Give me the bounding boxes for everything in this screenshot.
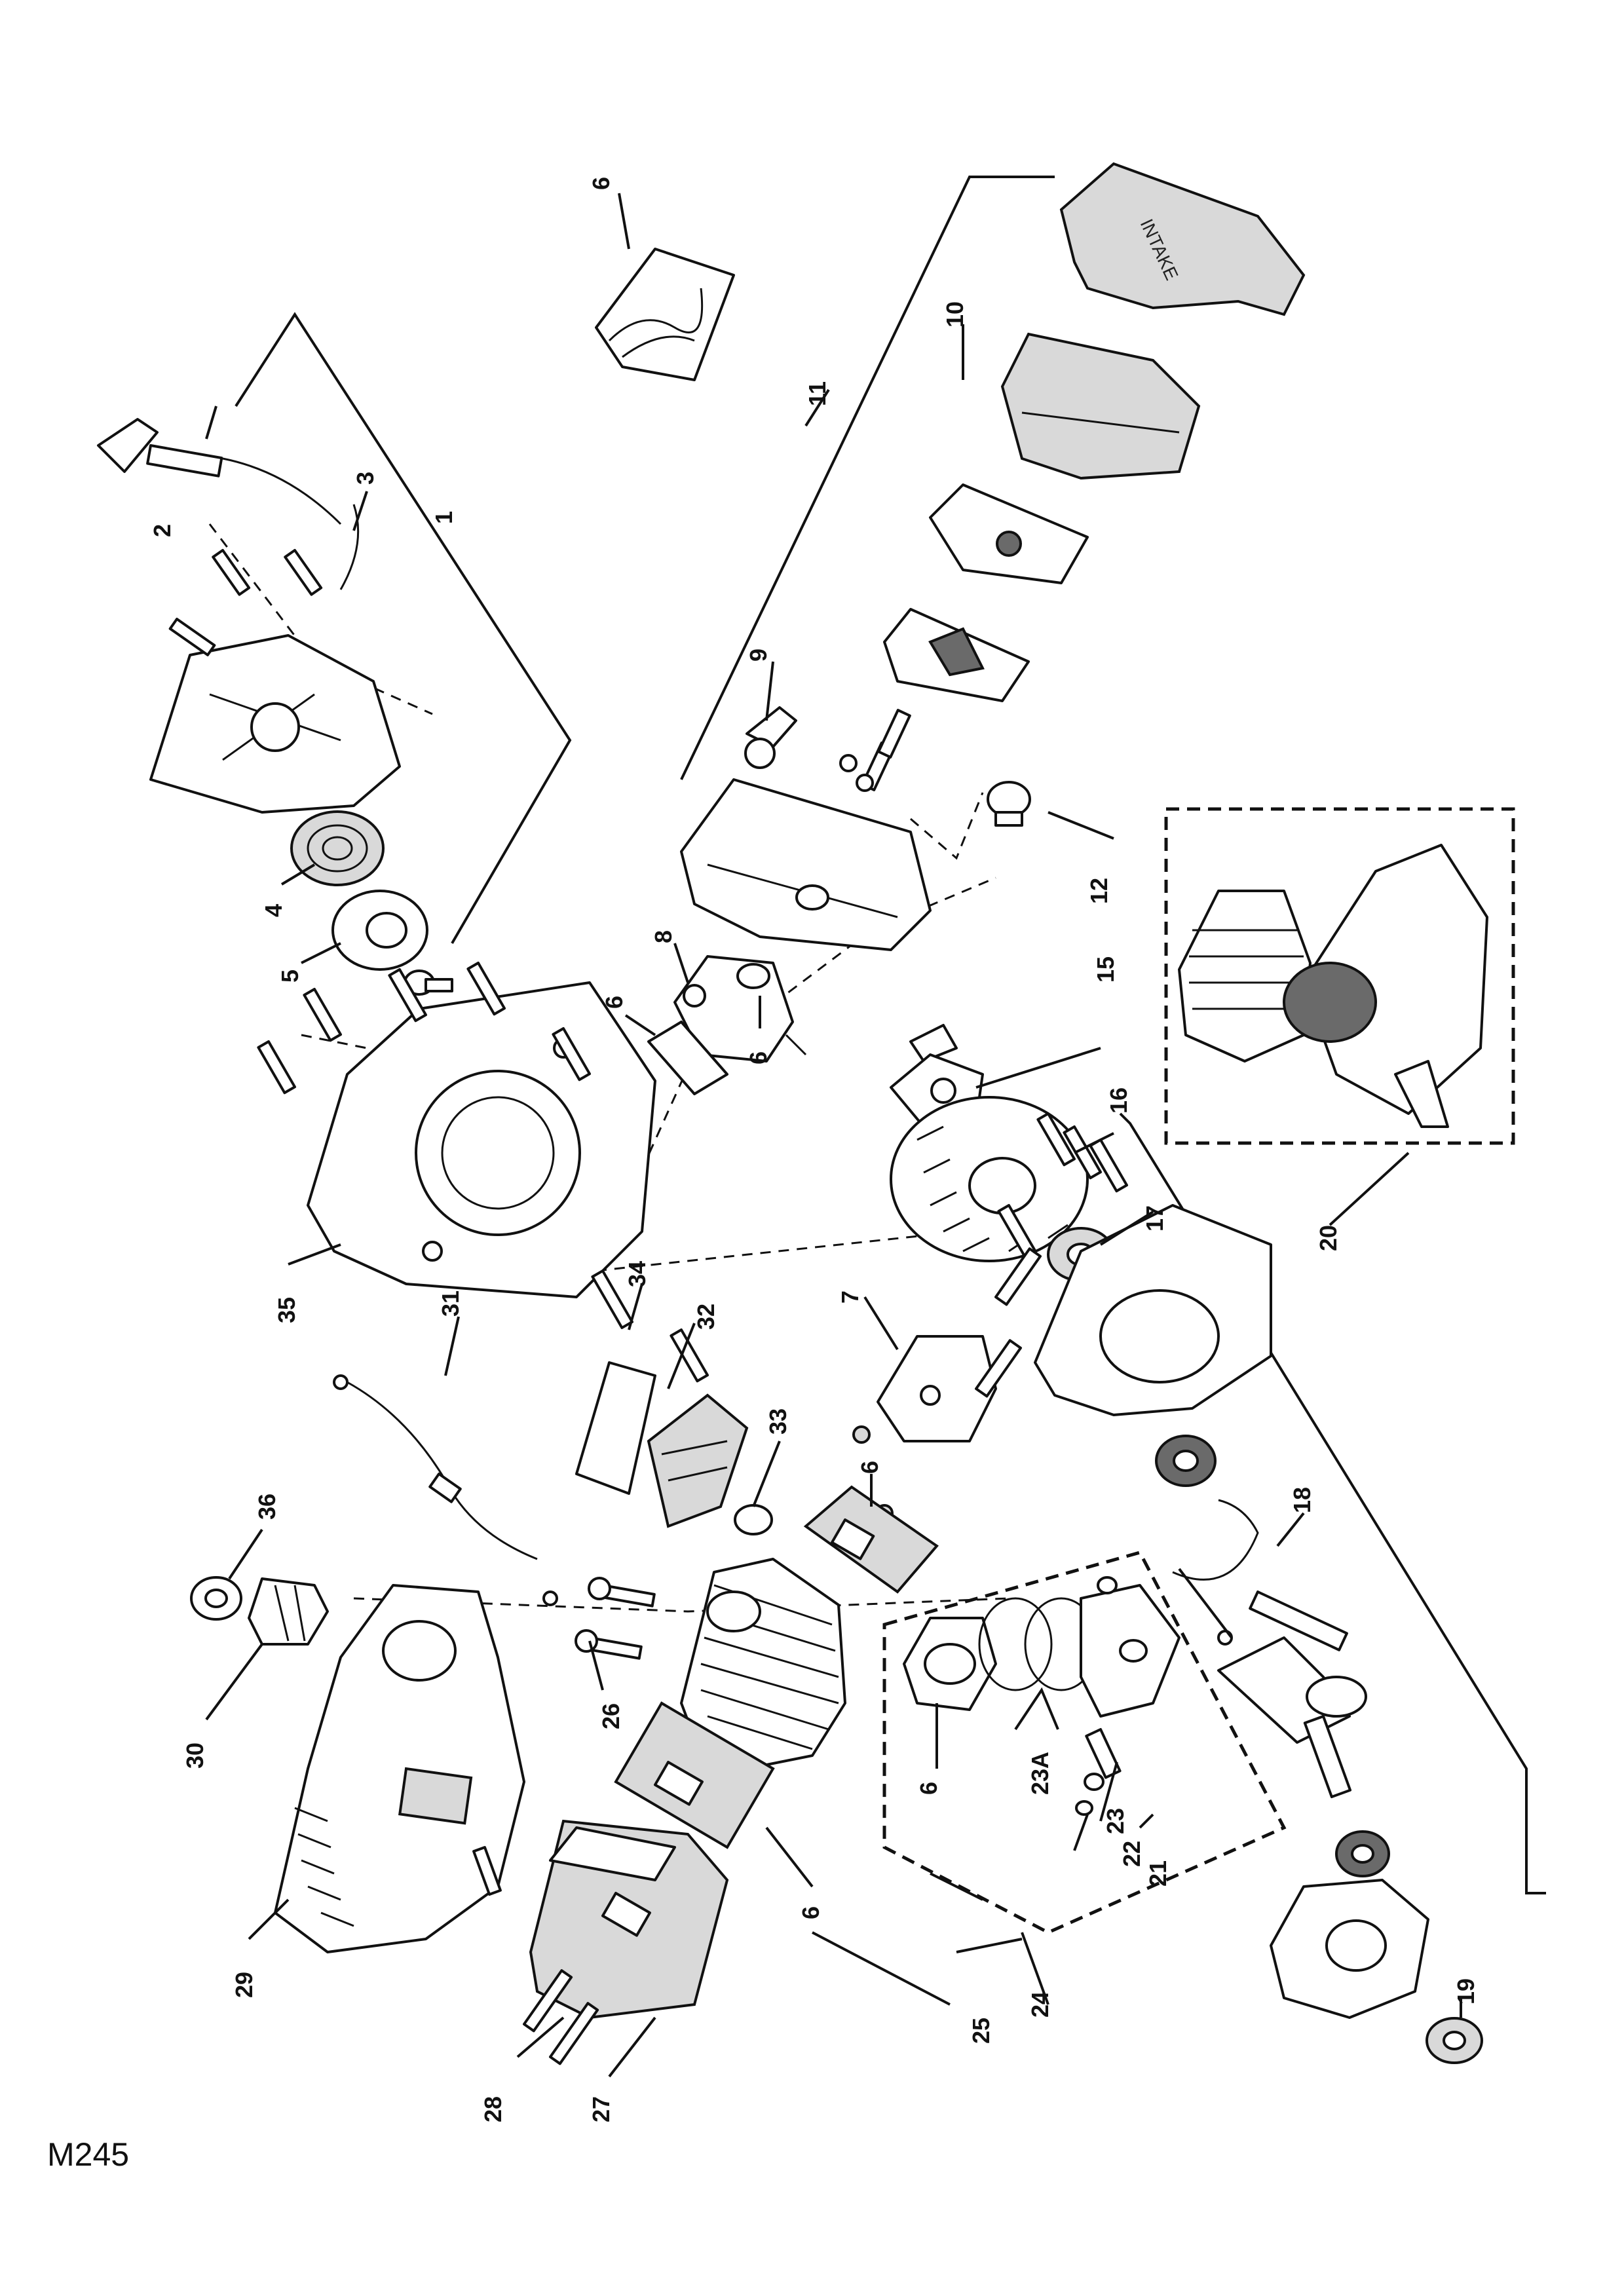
o-ring-part — [736, 963, 770, 989]
callout-3: 3 — [352, 472, 379, 485]
callout-15: 15 — [1092, 956, 1119, 983]
piston-part — [1080, 1584, 1180, 1718]
crankcase-half-part — [1034, 1204, 1272, 1416]
engine-inset-part — [1178, 844, 1488, 1128]
callout-29: 29 — [231, 1972, 257, 1998]
callout-20: 20 — [1315, 1225, 1342, 1251]
lower-bearing-part — [1335, 1830, 1390, 1877]
shroud-screws — [257, 962, 591, 1095]
oil-seal-part — [1426, 2017, 1483, 2064]
filter-grid-part — [883, 608, 1030, 702]
intake-gasket-part — [803, 1485, 939, 1594]
callout-16: 16 — [1105, 1087, 1132, 1114]
callout-35: 35 — [273, 1297, 300, 1323]
callout-9: 9 — [745, 649, 772, 662]
callout-18: 18 — [1289, 1487, 1315, 1513]
recoil-handle-part — [97, 418, 360, 590]
callout-1: 1 — [430, 511, 457, 524]
callout-31: 31 — [437, 1290, 464, 1317]
recoil-screws — [168, 549, 323, 656]
air-filter-housing-part — [680, 778, 932, 951]
callout-33: 33 — [765, 1408, 791, 1435]
callout-34: 34 — [624, 1261, 651, 1287]
callout-36: 36 — [254, 1494, 280, 1520]
callout-23: 23 — [1102, 1808, 1129, 1834]
callout-24: 24 — [1027, 1991, 1053, 2018]
callout-5: 5 — [276, 969, 303, 983]
callout-30: 30 — [181, 1742, 208, 1769]
callout-21: 21 — [1144, 1860, 1171, 1887]
recoil-spring-part — [290, 810, 385, 886]
filter-plate-part — [929, 483, 1089, 584]
flywheel-nut-part — [909, 1024, 958, 1063]
muffler-part — [529, 1819, 729, 2020]
piston-washer-part — [1075, 1576, 1118, 1816]
callout-6-cylinder-gasket: 6 — [915, 1782, 942, 1795]
callout-23a: 23A — [1027, 1752, 1053, 1795]
callout-8: 8 — [650, 930, 677, 943]
cylinder-part — [680, 1558, 846, 1770]
callout-6-intake-gasket: 6 — [856, 1461, 883, 1474]
cylinder-gasket-part — [903, 1617, 997, 1711]
spark-plug-boot-part — [190, 1576, 242, 1621]
muffler-bolts — [523, 1969, 599, 2065]
primer-bulb-part — [987, 781, 1031, 827]
recoil-housing-part — [149, 634, 401, 814]
cylinder-kit-box — [882, 1551, 1287, 1934]
engine-cover-part — [274, 1584, 525, 1953]
callout-25: 25 — [968, 2018, 994, 2044]
callout-12: 12 — [1086, 878, 1112, 904]
callout-26: 26 — [597, 1703, 624, 1729]
cover-screw-part — [472, 1846, 502, 1896]
bracket-recoil-assembly — [235, 312, 572, 945]
gasket-envelope-part — [595, 248, 735, 381]
cylinder-bolts — [575, 1577, 656, 1660]
muffler-gasket-part — [614, 1701, 775, 1849]
callout-4: 4 — [260, 904, 287, 917]
callout-6-envelope: 6 — [588, 177, 614, 190]
bracket-crankcase-assembly — [1119, 1112, 1546, 1894]
callout-11: 11 — [804, 381, 831, 406]
callout-28: 28 — [480, 2096, 506, 2122]
coil-screws — [591, 1270, 709, 1383]
choke-lever-part — [744, 706, 797, 769]
crankshaft-part — [1217, 1590, 1367, 1799]
callout-7: 7 — [837, 1290, 863, 1304]
bracket-air-filter-assembly — [680, 176, 1055, 780]
callout-6-muffler-gasket: 6 — [797, 1906, 824, 1919]
spark-plug-part — [248, 1577, 329, 1646]
callout-labels: 1 2 3 4 5 6 6 6 6 6 6 7 8 9 10 11 12 15 … — [149, 177, 1479, 2122]
callout-17: 17 — [1141, 1205, 1168, 1232]
engine-inset-box — [1164, 807, 1515, 1145]
coil-spacer-part — [734, 1504, 773, 1535]
fan-shroud-part — [307, 981, 656, 1298]
diagram-code: M245 — [47, 2136, 130, 2173]
lower-crankcase-part — [1270, 1879, 1429, 2019]
intake-manifold-part — [877, 1247, 1042, 1442]
callout-2: 2 — [149, 524, 176, 537]
air-filter-element-part — [1000, 332, 1201, 480]
callout-19: 19 — [1452, 1978, 1479, 2004]
callout-27: 27 — [588, 2096, 614, 2122]
callout-32: 32 — [692, 1304, 719, 1330]
leader-lines — [205, 193, 1462, 2078]
crankcase-screws — [997, 1112, 1128, 1258]
ignition-coil-part — [575, 1361, 749, 1528]
callout-6-carb-gasket: 6 — [601, 996, 628, 1009]
flywheel-part — [890, 1096, 1089, 1262]
ground-wire-part — [333, 1374, 558, 1606]
retaining-clip-part — [1172, 1499, 1259, 1646]
callout-22: 22 — [1118, 1841, 1145, 1867]
callout-6-o-ring: 6 — [745, 1051, 772, 1064]
bearing-part — [1155, 1435, 1217, 1487]
callout-10: 10 — [941, 301, 968, 328]
assembly-line-primer — [910, 792, 984, 860]
air-filter-cover-part: INTAKE — [1059, 162, 1306, 316]
carburetor-gasket-part — [647, 1021, 728, 1095]
air-filter-bolts — [839, 709, 911, 792]
